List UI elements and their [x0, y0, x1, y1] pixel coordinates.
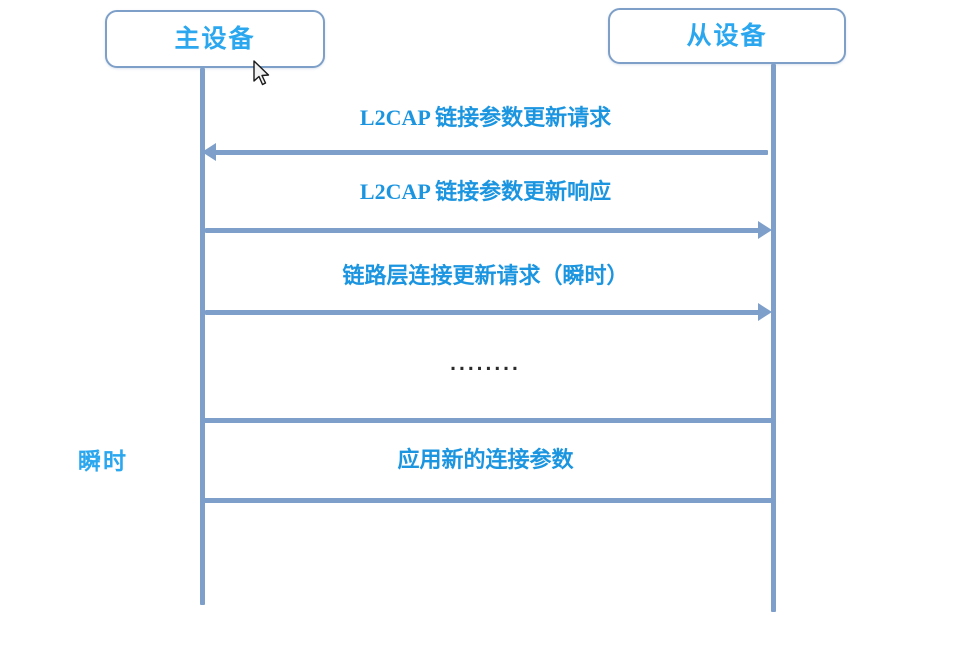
actor-label-master: 主设备: [174, 25, 256, 53]
message-line-1: [208, 150, 768, 155]
message-line-4: [203, 418, 773, 423]
message-caption-1: L2CAP 链接参数更新请求: [359, 105, 612, 130]
message-caption-2: L2CAP 链接参数更新响应: [359, 179, 612, 204]
message-caption-3: 链路层连接更新请求（瞬时）: [342, 263, 629, 288]
actor-box-slave[interactable]: 从设备: [608, 8, 846, 64]
arrow-head-right-2: [758, 221, 772, 239]
arrow-head-right-3: [758, 303, 772, 321]
actor-box-master[interactable]: 主设备: [105, 10, 325, 68]
message-caption-5: 应用新的连接参数: [397, 447, 574, 472]
message-line-5: [203, 498, 773, 503]
message-line-2: [205, 228, 760, 233]
note-instant: 瞬时: [78, 449, 128, 474]
lifeline-master: [200, 68, 205, 605]
message-caption-4-ellipsis: ........: [450, 352, 521, 375]
arrow-head-left-1: [202, 143, 216, 161]
actor-label-slave: 从设备: [686, 22, 768, 50]
lifeline-slave: [771, 64, 776, 612]
message-line-3: [205, 310, 760, 315]
